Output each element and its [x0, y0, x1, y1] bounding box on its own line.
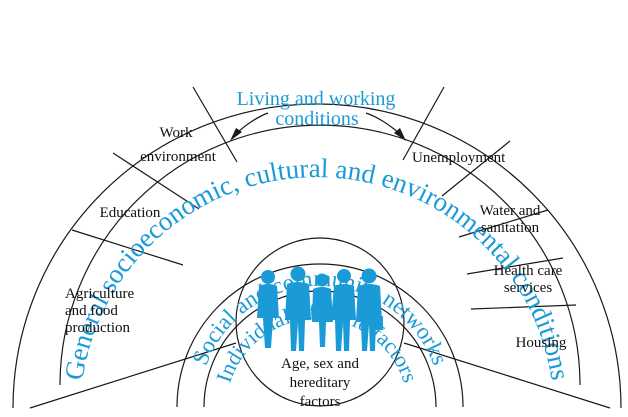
divider-work — [192, 86, 238, 163]
center-label-line2: hereditary — [290, 375, 351, 391]
center-label-line3: factors — [300, 394, 341, 410]
health-label-line2: services — [504, 280, 552, 296]
agriculture-label-line2: and food — [65, 303, 118, 319]
living-working-line1: Living and working — [237, 88, 396, 110]
divider-unemployment — [402, 86, 445, 161]
people-silhouette-icon — [257, 266, 383, 351]
social-networks-arc — [176, 263, 464, 408]
health-label-line1: Health care — [494, 263, 563, 279]
divider-health — [458, 209, 549, 238]
center-label-line1: Age, sex and — [281, 356, 359, 372]
divider-housing-lower — [470, 304, 577, 310]
left-curved-arrow — [230, 112, 269, 141]
housing-label: Housing — [516, 335, 567, 351]
agriculture-label-line1: Agriculture — [65, 286, 134, 302]
divider-education — [112, 152, 200, 210]
center-circle — [235, 237, 405, 407]
unemployment-label: Unemployment — [412, 150, 506, 166]
water-label-line1: Water and — [480, 203, 541, 219]
agriculture-label-line3: production — [65, 320, 130, 336]
right-curved-arrow — [365, 112, 406, 141]
divider-agriculture — [71, 229, 184, 266]
divider-housing — [466, 257, 564, 275]
work-label-line1: Work — [160, 125, 193, 141]
living-working-line2: conditions — [275, 108, 359, 130]
water-label-line2: sanitation — [481, 220, 540, 236]
divider-water — [441, 140, 511, 197]
conditions-boundary-arc — [59, 124, 581, 386]
education-label: Education — [100, 205, 161, 221]
outermost-arc — [12, 103, 622, 409]
base-line-right — [403, 342, 611, 409]
work-label-line2: environment — [140, 149, 217, 165]
base-line-left — [29, 342, 237, 409]
